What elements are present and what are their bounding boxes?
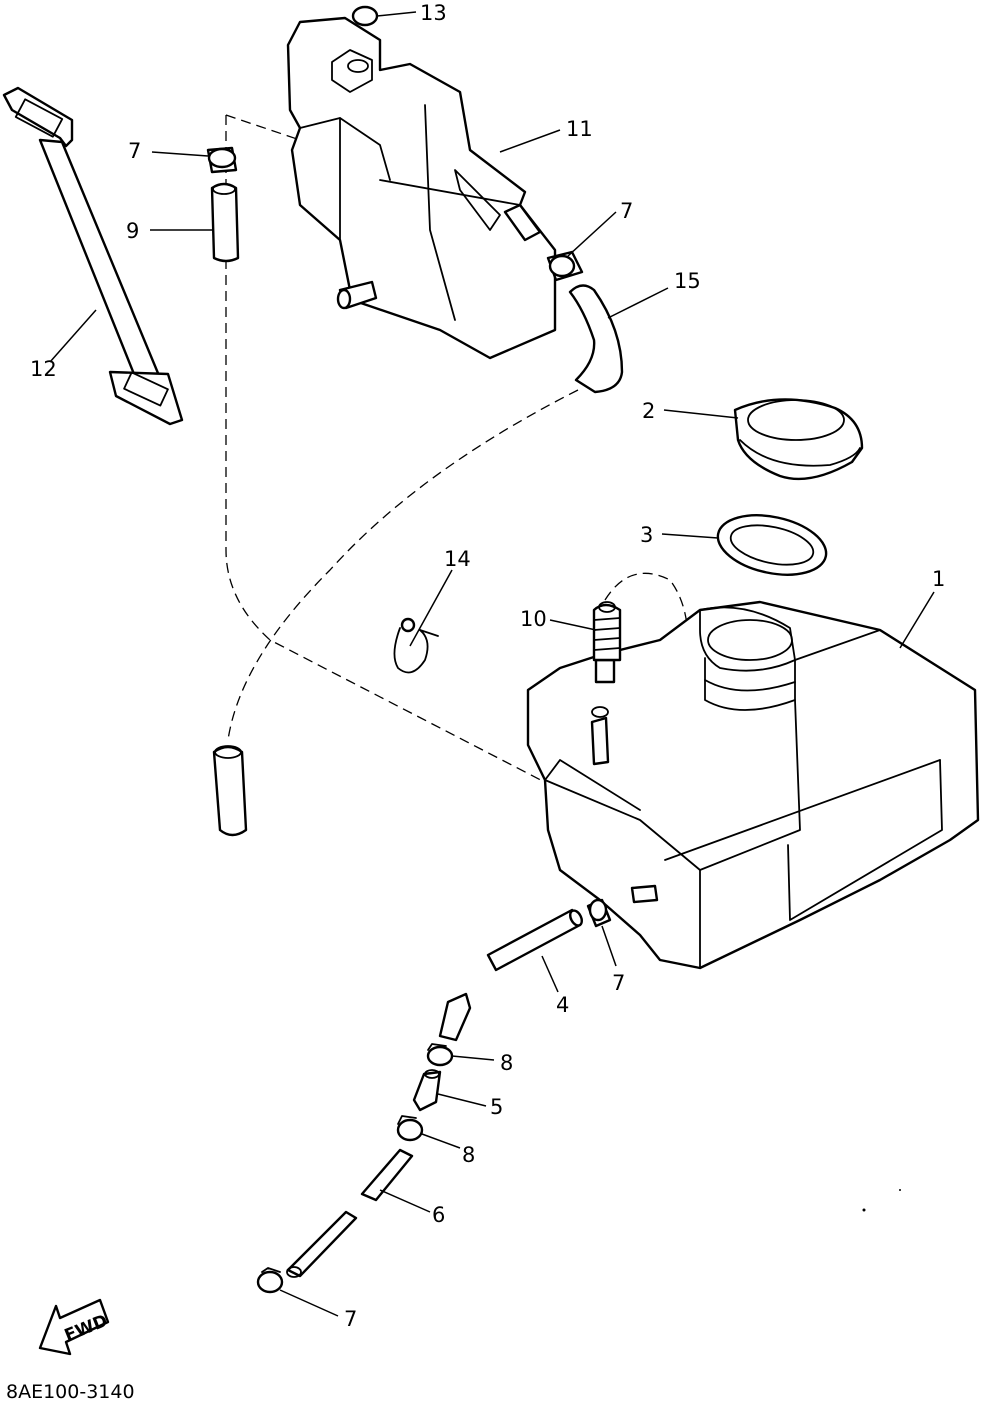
callout-4: 4 xyxy=(556,993,569,1017)
callout-2: 2 xyxy=(642,399,655,423)
callout-5: 5 xyxy=(490,1095,503,1119)
callout-10: 10 xyxy=(520,607,547,631)
part-7-clamp-tank xyxy=(586,898,612,928)
callout-13: 13 xyxy=(420,1,447,25)
callout-6: 6 xyxy=(432,1203,445,1227)
callout-11: 11 xyxy=(566,117,593,141)
part-8-clamp-lower xyxy=(396,1115,424,1142)
callout-9: 9 xyxy=(126,219,139,243)
callout-7-upper-right: 7 xyxy=(620,199,633,223)
part-6-fuel-hose xyxy=(286,1148,414,1278)
fwd-arrow-icon: FWD xyxy=(38,1298,111,1356)
callout-12: 12 xyxy=(30,357,57,381)
callout-labels: 13 11 7 9 7 15 12 2 3 1 14 10 7 4 8 5 8 … xyxy=(30,1,945,1331)
part-11-oil-tank xyxy=(286,16,557,360)
scan-speck xyxy=(862,1208,866,1212)
vent-hose-lower xyxy=(212,745,248,837)
callout-7-upper-left: 7 xyxy=(128,139,141,163)
part-3-gasket xyxy=(716,514,828,576)
leader-lines xyxy=(49,11,935,1317)
part-10-breather xyxy=(592,601,622,684)
part-5-fuel-filter xyxy=(412,1069,442,1112)
callout-3: 3 xyxy=(640,523,653,547)
callout-7-bottom: 7 xyxy=(344,1307,357,1331)
part-7-clamp-upper-left xyxy=(206,146,238,174)
part-13-cap xyxy=(351,5,379,27)
callout-15: 15 xyxy=(674,269,701,293)
diagram-code: 8AE100-3140 xyxy=(6,1381,135,1403)
callout-8-lower: 8 xyxy=(462,1143,475,1167)
part-14-clip xyxy=(393,617,439,674)
part-4-fuel-hose xyxy=(438,908,583,1042)
part-15-bent-hose xyxy=(568,284,624,394)
part-1-fuel-tank xyxy=(526,600,980,970)
callout-1: 1 xyxy=(932,567,945,591)
scan-speck xyxy=(899,1189,901,1191)
part-9-hose xyxy=(210,182,240,263)
part-8-clamp-upper xyxy=(426,1043,454,1067)
callout-7-tank: 7 xyxy=(612,971,625,995)
part-2-filler-cap xyxy=(733,398,864,481)
callout-14: 14 xyxy=(444,547,471,571)
part-7-clamp-upper-right xyxy=(546,250,584,282)
part-7-clamp-bottom xyxy=(256,1267,284,1294)
callout-8-upper: 8 xyxy=(500,1051,513,1075)
part-12-strap xyxy=(2,86,184,426)
